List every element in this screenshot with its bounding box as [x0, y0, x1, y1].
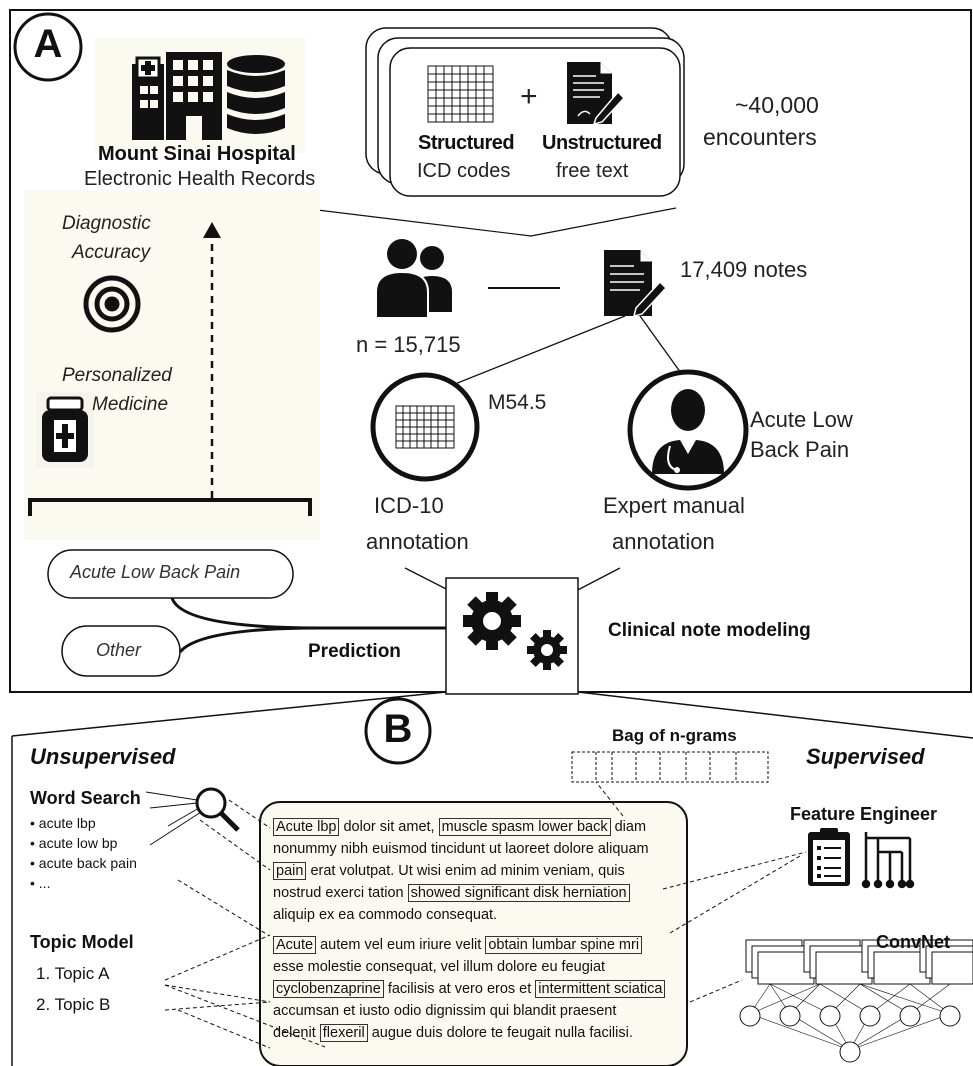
outcome-pill-1 [47, 549, 294, 599]
patients-count: n = 15,715 [356, 332, 461, 357]
note-text-segment: esse molestie consequat, vel illum dolor… [273, 959, 606, 975]
bracket [28, 498, 312, 516]
patients-icon [375, 239, 452, 319]
outcome-acute-low-back-pain: Acute Low Back Pain [70, 562, 241, 582]
note-text-segment: nonummy nibh euismod tincidunt ut laoree… [273, 841, 649, 857]
note-line: delenit flexeril augue duis dolore te fe… [273, 1022, 633, 1044]
personalized-medicine-line1: Personalized [62, 365, 172, 386]
highlighted-phrase: intermittent sciatica [535, 980, 666, 998]
unsupervised-heading: Unsupervised [30, 744, 176, 769]
topic-model-item: 1. Topic A [36, 964, 110, 983]
unstructured-subtitle: free text [556, 160, 629, 182]
personalized-medicine-line2: Medicine [92, 394, 169, 415]
diagnostic-accuracy-line2: Accuracy [72, 242, 151, 263]
icd-annotation-line1: ICD-10 [374, 493, 444, 518]
note-text-segment: diam [610, 819, 647, 835]
note-text-segment: delenit [273, 1025, 320, 1041]
note-line: Acute lbp dolor sit amet, muscle spasm l… [273, 816, 646, 838]
note-text-segment: accumsan et iusto odio dignissim qui bla… [273, 1003, 617, 1019]
note-text-segment: augue duis dolore te feugait nulla facil… [367, 1025, 633, 1041]
dashed-links [164, 781, 807, 1049]
note-line: Acute autem vel eum iriure velit obtain … [273, 934, 643, 956]
word-search-title: Word Search [30, 788, 141, 808]
topic-model-item: 2. Topic B [36, 995, 111, 1014]
note-line: nostrud exerci tation showed significant… [273, 882, 630, 904]
database-icon [227, 55, 285, 134]
hospital-name: Mount Sinai Hospital [98, 143, 296, 165]
highlighted-phrase: pain [273, 862, 307, 880]
word-search-item: • acute back pain [30, 855, 137, 871]
note-icon [604, 250, 668, 318]
structured-title: Structured [418, 132, 515, 154]
highlighted-phrase: muscle spasm lower back [438, 818, 611, 836]
feature-tree-icon [861, 832, 915, 889]
expert-annotation-line2: annotation [612, 529, 715, 554]
note-text-segment: autem vel eum iriure velit [316, 937, 486, 953]
supervised-heading: Supervised [806, 744, 925, 769]
note-line: pain erat volutpat. Ut wisi enim ad mini… [273, 860, 625, 882]
unstructured-title: Unstructured [542, 132, 662, 154]
structured-subtitle: ICD codes [417, 160, 511, 182]
note-text-segment: nostrud exerci tation [273, 885, 408, 901]
feature-engineer-label: Feature Engineer [790, 804, 938, 824]
doctor-icon [652, 389, 724, 474]
icd-annotation-grid-icon [395, 405, 455, 449]
note-line: cyclobenzaprine facilisis at vero eros e… [273, 978, 666, 1000]
prediction-label: Prediction [308, 641, 401, 662]
magnifier-icon [195, 787, 240, 832]
outcomes-background [24, 190, 320, 540]
panel-a-label: A [33, 22, 63, 66]
note-text-segment: dolor sit amet, [339, 819, 439, 835]
note-line: accumsan et iusto odio dignissim qui bla… [273, 1000, 616, 1022]
expert-label-line2: Back Pain [750, 437, 850, 462]
clinical-note-modeling-label: Clinical note modeling [608, 620, 811, 641]
panel-a-label-circle [13, 12, 83, 82]
convnet-icon [739, 939, 973, 1063]
plus-sign: + [520, 80, 538, 113]
expert-annotation-line1: Expert manual [603, 493, 745, 518]
diagnostic-accuracy-line1: Diagnostic [62, 213, 151, 234]
note-line: nonummy nibh euismod tincidunt ut laoree… [273, 838, 649, 860]
topic-model-title: Topic Model [30, 932, 134, 952]
document-pen-icon [567, 62, 626, 126]
note-text-segment: aliquip ex ea commodo consequat. [273, 907, 498, 923]
highlighted-phrase: cyclobenzaprine [273, 980, 384, 998]
word-search-item: • ... [30, 875, 51, 891]
icd-code: M54.5 [488, 391, 547, 414]
word-search-item: • acute lbp [30, 815, 96, 831]
encounters-label: encounters [703, 124, 817, 150]
note-text-segment: facilisis at vero eros et [383, 981, 536, 997]
word-search-item: • acute low bp [30, 835, 118, 851]
panel-b-label: B [383, 707, 413, 751]
bag-of-ngrams-label: Bag of n-grams [612, 726, 737, 745]
note-text-segment: erat volutpat. Ut wisi enim ad minim ven… [306, 863, 625, 879]
note-line: aliquip ex ea commodo consequat. [273, 904, 497, 926]
highlighted-phrase: Acute lbp [273, 818, 340, 836]
icd-grid-icon [427, 65, 494, 123]
icd-annotation-line2: annotation [366, 529, 469, 554]
gears-icon [463, 592, 567, 670]
outcome-other: Other [96, 640, 142, 660]
clinical-note-box [259, 801, 688, 1066]
hospital-icon [132, 52, 222, 140]
encounters-count: ~40,000 [735, 92, 819, 118]
clipboard-icon [808, 828, 850, 886]
highlighted-phrase: obtain lumbar spine mri [485, 936, 643, 954]
medicine-bottle-icon [36, 392, 94, 468]
convnet-label: ConvNet [876, 932, 951, 952]
highlighted-phrase: flexeril [319, 1024, 368, 1042]
hospital-subtitle: Electronic Health Records [84, 168, 316, 190]
target-icon [83, 275, 141, 333]
panel-b-label-circle [364, 697, 432, 765]
ngram-boxes [571, 751, 769, 783]
note-line: esse molestie consequat, vel illum dolor… [273, 956, 605, 978]
notes-count: 17,409 notes [680, 257, 808, 282]
highlighted-phrase: Acute [273, 936, 317, 954]
highlighted-phrase: showed significant disk herniation [407, 884, 630, 902]
expert-label-line1: Acute Low [750, 407, 853, 432]
